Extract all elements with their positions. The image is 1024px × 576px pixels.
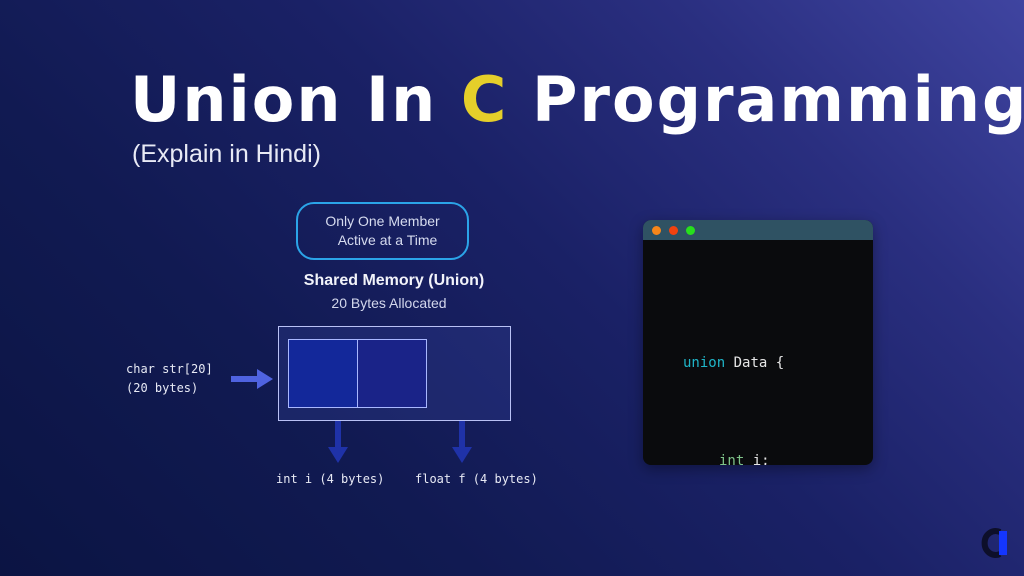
page-subtitle: (Explain in Hindi) (132, 140, 321, 168)
arrow-down-icon (452, 421, 472, 463)
code-type: int (719, 452, 745, 466)
int-memory-cell (288, 339, 359, 408)
window-dot-orange-icon (652, 225, 661, 235)
code-keyword: union (683, 355, 726, 371)
window-dot-green-icon (686, 225, 695, 235)
code-body: union Data { int i; float f; char str[20… (643, 240, 873, 465)
code-text: i; (744, 452, 770, 466)
window-dot-red-icon (669, 225, 678, 235)
code-window-titlebar (643, 220, 873, 240)
float-f-label: float f (4 bytes) (415, 472, 538, 486)
brand-a-logo-icon (981, 528, 1007, 558)
int-i-label: int i (4 bytes) (276, 472, 385, 486)
callout-line-2: Active at a Time (337, 232, 438, 248)
shared-memory-subtitle: 20 Bytes Allocated (331, 295, 447, 311)
float-memory-cell (357, 339, 427, 408)
code-line: int i; (683, 445, 873, 466)
title-suffix: Programming (508, 63, 1024, 136)
page-title: Union In C Programming (130, 62, 1024, 138)
code-line: union Data { (683, 347, 873, 380)
title-prefix: Union In (130, 63, 461, 136)
callout-line-1: Only One Member (325, 213, 440, 229)
title-accent-c: C (460, 63, 509, 136)
arrow-down-icon (328, 421, 348, 463)
arrow-right-icon (231, 369, 273, 389)
char-str-label: char str[20] (20 bytes) (126, 362, 213, 395)
active-member-callout: Only One Member Active at a Time (296, 202, 469, 260)
code-window: union Data { int i; float f; char str[20… (643, 220, 873, 465)
code-text: Data { (725, 355, 785, 371)
shared-memory-title: Shared Memory (Union) (303, 272, 485, 289)
